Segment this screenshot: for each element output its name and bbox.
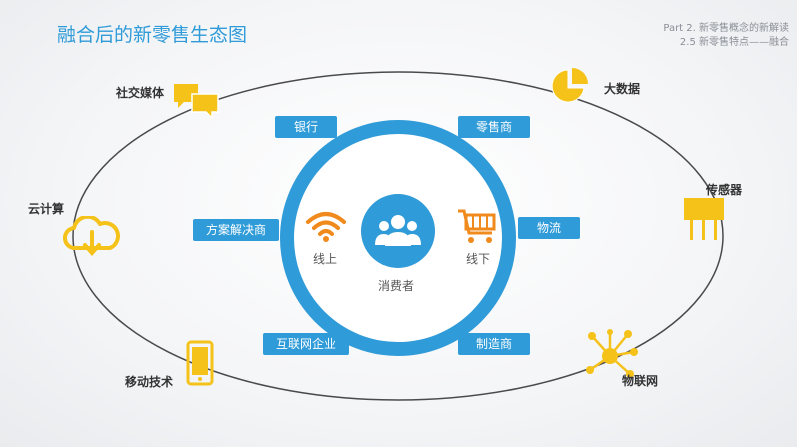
- node-bank: 银行: [275, 116, 337, 138]
- node-retailer: 零售商: [458, 116, 530, 138]
- node-manufacturer: 制造商: [458, 333, 530, 355]
- wifi-icon: [306, 212, 346, 242]
- iot-label: 物联网: [622, 374, 659, 388]
- sensor-chip-icon: [684, 198, 724, 240]
- cloud-download-icon: [63, 216, 120, 256]
- people-icon: [375, 215, 421, 246]
- mobile-tech-label: 移动技术: [125, 375, 174, 389]
- social-media-label: 社交媒体: [116, 86, 165, 100]
- outer-ellipse: [72, 71, 724, 401]
- mobile-phone-icon: [186, 340, 214, 386]
- pie-chart-icon: [551, 68, 588, 103]
- chat-bubbles-icon: [174, 84, 219, 120]
- page-title: 融合后的新零售生态图: [57, 24, 248, 46]
- node-solution: 方案解决商: [193, 219, 279, 241]
- cloud-computing-label: 云计算: [28, 202, 65, 216]
- big-data-label: 大数据: [604, 82, 641, 96]
- online-label: 线上: [313, 252, 338, 266]
- offline-label: 线下: [466, 252, 491, 266]
- subtitle-line-2: 2.5 新零售特点——融合: [679, 37, 789, 48]
- consumer-circle: [361, 194, 435, 268]
- node-internet: 互联网企业: [263, 333, 349, 355]
- subtitle: Part 2. 新零售概念的新解读 2.5 新零售特点——融合: [663, 22, 789, 50]
- network-nodes-icon: [586, 329, 638, 378]
- shopping-cart-icon: [458, 209, 496, 243]
- consumer-label: 消费者: [378, 279, 415, 293]
- node-logistics: 物流: [518, 217, 580, 239]
- subtitle-line-1: Part 2. 新零售概念的新解读: [663, 23, 789, 34]
- sensor-label: 传感器: [706, 183, 743, 197]
